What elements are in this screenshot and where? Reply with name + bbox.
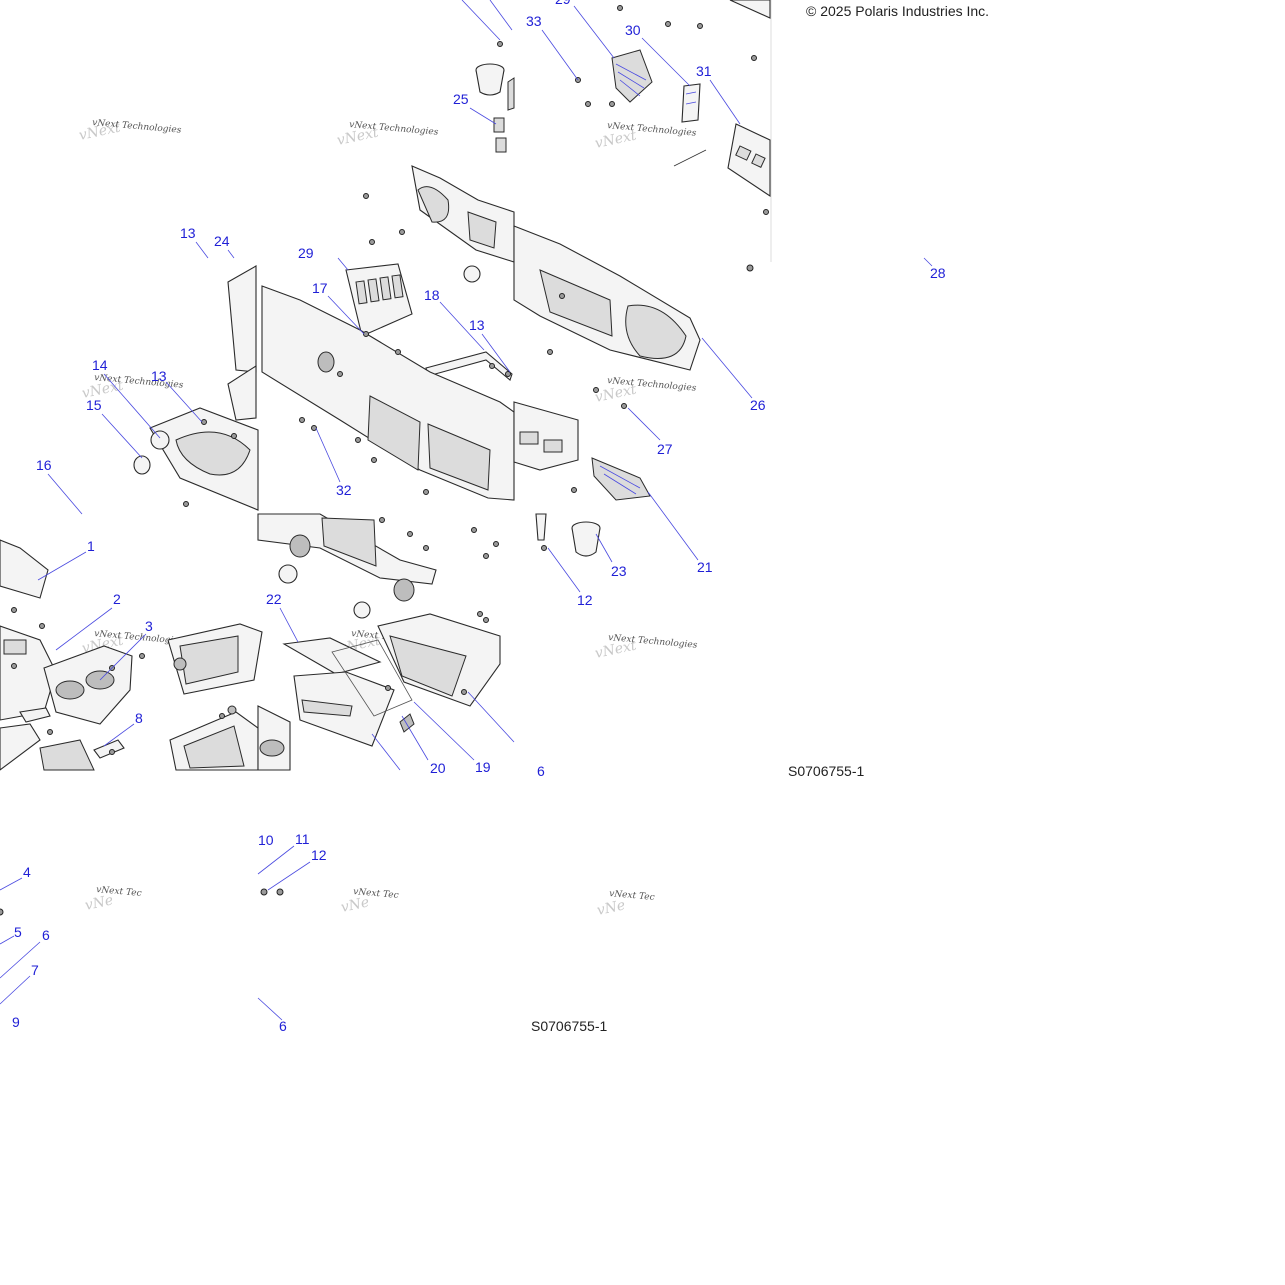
callout-15: 15	[86, 397, 102, 413]
callout-28: 28	[930, 265, 946, 281]
hardware-fasteners	[0, 5, 769, 916]
callout-6: 6	[537, 763, 545, 779]
callout-29: 29	[298, 245, 314, 261]
callout-31: 31	[696, 63, 712, 79]
callout-11: 11	[295, 831, 310, 847]
callout-24: 24	[214, 233, 230, 249]
callout-33: 33	[526, 13, 542, 29]
callout-27: 27	[657, 441, 673, 457]
callout-10: 10	[258, 832, 274, 848]
callout-3: 3	[145, 618, 153, 634]
callout-23: 23	[611, 563, 627, 579]
watermark-text-clipped: vNext Tec	[96, 885, 142, 899]
leader-lines	[0, 0, 933, 1021]
callout-18: 18	[424, 287, 440, 303]
callout-13: 13	[469, 317, 485, 333]
figure-code: S0706755-1	[531, 1018, 608, 1034]
part-drawings	[0, 0, 772, 916]
callout-21: 21	[697, 559, 713, 575]
callout-32: 32	[336, 482, 352, 498]
watermark-group: vNext vNext Technologies vNext vNext Tec…	[78, 118, 699, 919]
watermark-text-clipped: vNext Tec	[609, 889, 655, 903]
callout-6: 6	[279, 1018, 287, 1034]
callout-5: 5	[14, 924, 22, 940]
callout-20: 20	[430, 760, 446, 776]
svg-text:vNe: vNe	[340, 894, 371, 916]
callout-13: 13	[180, 225, 196, 241]
copyright-text: © 2025 Polaris Industries Inc.	[806, 3, 989, 19]
callout-8: 8	[135, 710, 143, 726]
callout-17: 17	[312, 280, 328, 296]
callout-25: 25	[453, 91, 469, 107]
callout-26: 26	[750, 397, 766, 413]
callout-4: 4	[23, 864, 31, 880]
callout-1: 1	[87, 538, 95, 554]
watermark-text-clipped: vNext Tec	[353, 887, 399, 901]
callout-2: 2	[113, 591, 121, 607]
callout-13: 13	[151, 368, 167, 384]
figure-code-clipped: S0706755-1	[788, 763, 865, 779]
callout-7: 7	[31, 962, 39, 978]
callout-9: 9	[12, 1014, 20, 1030]
svg-text:vNe: vNe	[84, 892, 115, 914]
callout-19: 19	[475, 759, 491, 775]
callout-12: 12	[577, 592, 593, 608]
callout-29-clipped: 29	[555, 0, 571, 7]
callout-16: 16	[36, 457, 52, 473]
callout-12: 12	[311, 847, 327, 863]
svg-text:vNe: vNe	[596, 897, 627, 919]
callout-labels: 1 2 3 4 5 6 6 6 7 8 9 10 11 12 12 13 13 …	[12, 0, 946, 1034]
callout-22: 22	[266, 591, 282, 607]
callout-14: 14	[92, 357, 108, 373]
callout-6: 6	[42, 927, 50, 943]
callout-30: 30	[625, 22, 641, 38]
